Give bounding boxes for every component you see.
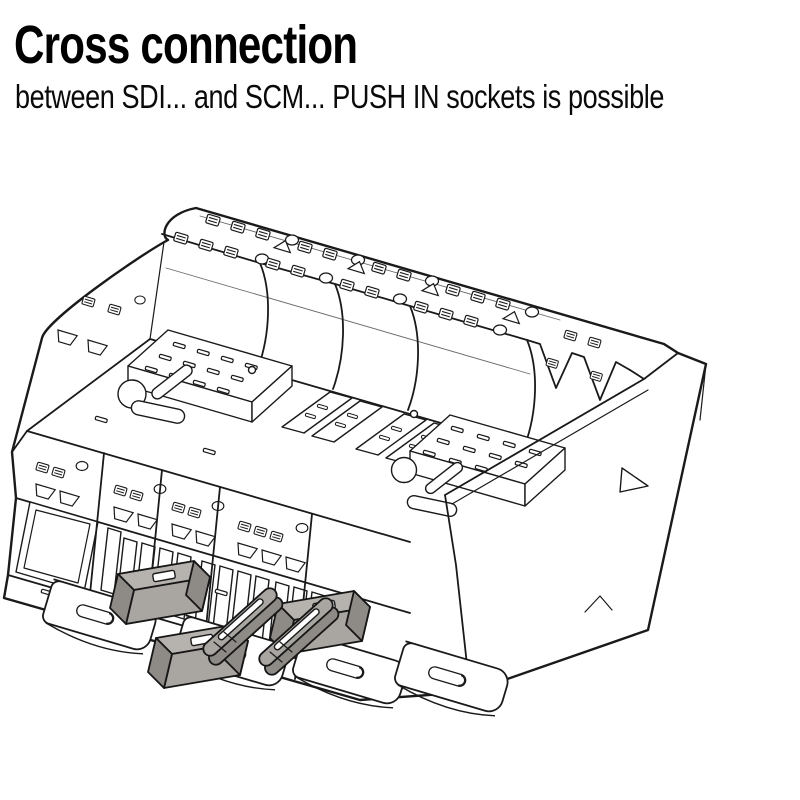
- release-lever-4: [390, 456, 464, 518]
- fork-connector-2: [258, 597, 340, 676]
- relay-cover-bars-2: [281, 391, 383, 443]
- page-title: Cross connection: [14, 15, 358, 75]
- page-subtitle: between SDI... and SCM... PUSH IN socket…: [15, 78, 665, 115]
- relay-cover-block-1: [127, 329, 293, 423]
- release-lever-1: [117, 364, 193, 424]
- fork-connector-1: [202, 587, 284, 666]
- middle-deck: [26, 329, 566, 543]
- din-rail-end-plate: [444, 363, 707, 693]
- relay-cover-block-4: [409, 414, 566, 507]
- cross-connector-block-a: [109, 560, 211, 625]
